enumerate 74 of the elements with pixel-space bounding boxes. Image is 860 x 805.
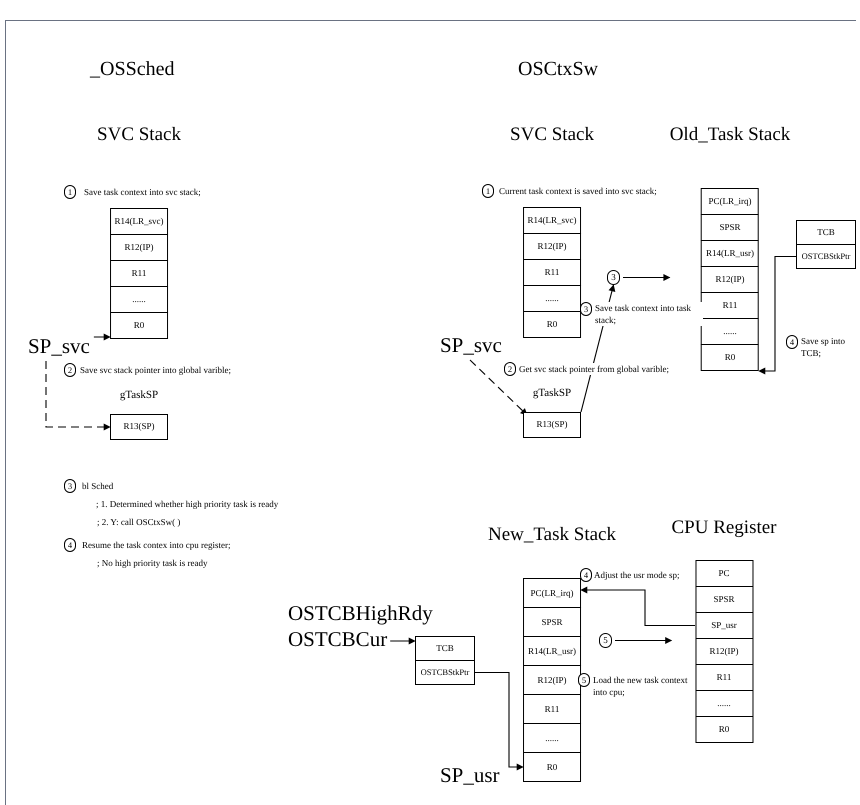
pointer-name: OSTCBCur	[288, 626, 388, 652]
register-cell: R14(LR_usr)	[701, 240, 759, 267]
register-cell: R12(IP)	[695, 638, 753, 665]
step-note: Save svc stack pointer into global varible;	[80, 364, 231, 376]
variable-name: gTaskSP	[532, 386, 572, 400]
register-cell: SPSR	[701, 214, 759, 241]
register-cell: R11	[695, 664, 753, 691]
register-cell: R12(IP)	[523, 665, 581, 695]
variable-name: gTaskSP	[120, 388, 158, 402]
register-cell: R0	[523, 752, 581, 782]
register-cell: R14(LR_svc)	[523, 207, 581, 234]
pointer-name: SP_svc	[28, 333, 90, 359]
register-cell: PC	[695, 560, 753, 587]
step-note: Get svc stack pointer from global varible;	[519, 363, 669, 375]
register-cell: R12(IP)	[523, 233, 581, 260]
pointer-name: SP_svc	[440, 332, 502, 358]
stack-title: New_Task Stack	[488, 523, 616, 547]
arrow	[470, 360, 528, 416]
section-title: _OSSched	[90, 57, 174, 82]
tcb-table	[796, 220, 856, 269]
register-cell: ......	[701, 318, 759, 345]
register-cell: PC(LR_irq)	[701, 188, 759, 215]
section-title: OSCtxSw	[518, 57, 598, 82]
step-note: Load the new task context into cpu;	[593, 674, 689, 698]
register-cell: R14(LR_svc)	[110, 208, 168, 235]
register-cell: SP_usr	[695, 612, 753, 639]
register-cell: R11	[523, 694, 581, 724]
step-note: ; 1. Determined whether high priority task is ready	[96, 498, 278, 510]
register-cell: R11	[523, 259, 581, 286]
stack-title: SVC Stack	[510, 123, 594, 147]
stack-title: CPU Register	[671, 516, 777, 540]
register-cell: R12(IP)	[701, 266, 759, 293]
register-cell: R0	[110, 312, 168, 339]
step-note: Save task context into svc stack;	[84, 186, 201, 198]
register-cell: R11	[110, 260, 168, 287]
step-note: Save task context into task stack;	[595, 302, 703, 326]
register-cell: ......	[110, 286, 168, 313]
register-cell: R11	[701, 292, 759, 319]
stack-title: SVC Stack	[97, 123, 181, 147]
arrow	[615, 637, 672, 644]
step-note: ; No high priority task is ready	[97, 557, 208, 569]
register-cell: PC(LR_irq)	[523, 578, 581, 608]
pointer-name: SP_usr	[440, 762, 500, 788]
register-cell: R13(SP)	[523, 412, 581, 438]
pointer-field: OSTCBStkPtr	[416, 661, 474, 684]
step-note: Current task context is saved into svc stack;	[499, 185, 657, 197]
register-cell: R0	[701, 344, 759, 371]
step-note: Resume the task contex into cpu register;	[82, 539, 230, 551]
arrow	[45, 361, 111, 430]
table-header: TCB	[416, 637, 474, 661]
register-cell: ......	[523, 723, 581, 753]
pointer-field: OSTCBStkPtr	[797, 245, 855, 268]
stack-title: Old_Task Stack	[670, 123, 790, 147]
register-cell: R0	[523, 311, 581, 338]
register-cell: R12(IP)	[110, 234, 168, 261]
step-note: Adjust the usr mode sp;	[594, 569, 680, 581]
register-cell: ......	[695, 690, 753, 717]
arrow	[758, 256, 797, 374]
arrow	[623, 274, 670, 281]
table-header: TCB	[797, 221, 855, 245]
arrow	[390, 638, 416, 644]
register-cell: R0	[695, 716, 753, 743]
step-note: bl Sched	[82, 480, 114, 492]
arrow	[474, 672, 524, 770]
arrow	[580, 586, 695, 626]
register-cell: SPSR	[695, 586, 753, 613]
register-cell: R14(LR_usr)	[523, 636, 581, 666]
tcb-table	[415, 636, 475, 685]
pointer-name: OSTCBHighRdy	[288, 600, 433, 626]
register-cell: ......	[523, 285, 581, 312]
arrow	[94, 334, 111, 340]
register-cell: SPSR	[523, 607, 581, 637]
register-cell: R13(SP)	[110, 414, 168, 440]
step-note: ; 2. Y: call OSCtxSw( )	[97, 516, 180, 528]
